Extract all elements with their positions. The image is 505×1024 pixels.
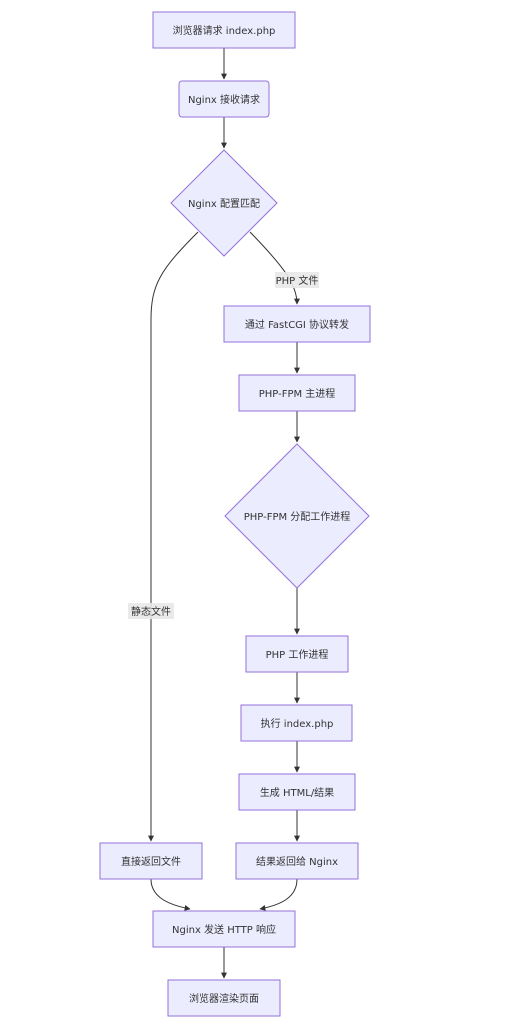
node-browser-render: 浏览器渲染页面 [167, 979, 281, 1017]
node-result-return-label: 结果返回给 Nginx [256, 855, 338, 868]
edge-static-to-send [150, 878, 191, 911]
node-browser-request: 浏览器请求 index.php [152, 11, 296, 49]
edge-match-to-fastcgi [249, 231, 300, 305]
node-nginx-match-label: Nginx 配置匹配 [188, 198, 260, 210]
node-browser-render-label: 浏览器渲染页面 [189, 992, 259, 1005]
node-fpm-master-label: PHP-FPM 主进程 [259, 388, 336, 400]
edge-result-to-send [259, 878, 298, 911]
node-execute-label: 执行 index.php [261, 717, 334, 730]
edge-label-static-file-text: 静态文件 [131, 605, 171, 618]
node-fastcgi-forward-label: 通过 FastCGI 协议转发 [245, 318, 349, 331]
edge-match-to-static [148, 231, 199, 842]
edge-label-php-file: PHP 文件 [275, 272, 319, 288]
node-generate-label: 生成 HTML/结果 [260, 786, 334, 799]
node-nginx-send: Nginx 发送 HTTP 响应 [152, 910, 296, 948]
edge-label-static-file: 静态文件 [128, 603, 174, 619]
node-nginx-receive: Nginx 接收请求 [178, 80, 270, 118]
node-execute: 执行 index.php [240, 704, 353, 742]
node-static-return-label: 直接返回文件 [121, 855, 181, 868]
node-fastcgi-forward: 通过 FastCGI 协议转发 [223, 305, 371, 343]
edge-label-php-file-text: PHP 文件 [276, 274, 319, 287]
node-browser-request-label: 浏览器请求 index.php [173, 24, 276, 37]
node-fpm-master: PHP-FPM 主进程 [238, 374, 356, 412]
node-static-return: 直接返回文件 [99, 842, 203, 880]
node-php-worker-label: PHP 工作进程 [266, 649, 329, 661]
node-fpm-assign-label: PHP-FPM 分配工作进程 [244, 511, 351, 523]
node-nginx-receive-label: Nginx 接收请求 [188, 93, 260, 106]
node-php-worker: PHP 工作进程 [245, 635, 349, 673]
node-generate: 生成 HTML/结果 [238, 773, 356, 811]
node-result-return: 结果返回给 Nginx [235, 842, 359, 880]
node-nginx-send-label: Nginx 发送 HTTP 响应 [172, 923, 276, 936]
node-nginx-match: Nginx 配置匹配 [170, 149, 278, 257]
node-fpm-assign: PHP-FPM 分配工作进程 [224, 443, 370, 589]
